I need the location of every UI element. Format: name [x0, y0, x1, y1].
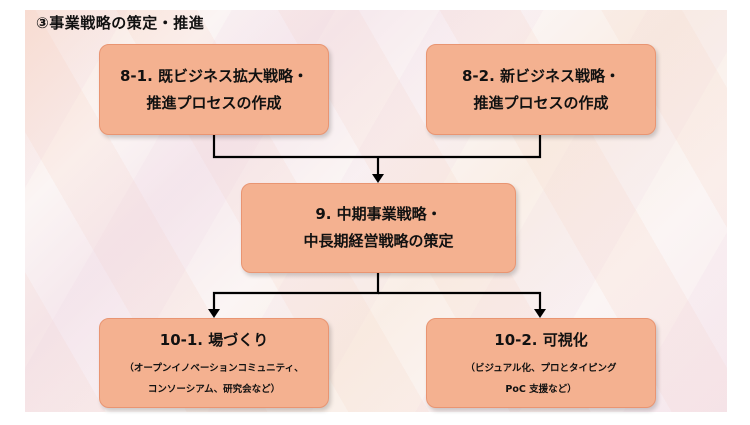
box-9-line2: 中長期経営戦略の策定 — [303, 232, 454, 250]
box-8-1-line1: 8-1. 既ビジネス拡大戦略・ — [119, 66, 309, 85]
box-10-2-visualization: 10-2. 可視化 （ビジュアル化、プロとタイピング PoC 支援など） — [426, 318, 656, 408]
box-10-1-sub1: （オープンイノベーションコミュニティ、 — [124, 362, 304, 374]
arrow-head-down-icon — [372, 174, 384, 183]
box-8-2-new-business-strategy: 8-2. 新ビジネス戦略・ 推進プロセスの作成 — [426, 44, 656, 135]
box-8-2-line2: 推進プロセスの作成 — [473, 93, 609, 112]
box-10-2-sub1: （ビジュアル化、プロとタイピング — [465, 362, 617, 374]
box-9-line1: 9. 中期事業戦略・ — [315, 205, 442, 223]
box-8-2-line1: 8-2. 新ビジネス戦略・ — [461, 66, 621, 85]
box-10-2-sub2: PoC 支援など） — [505, 383, 577, 395]
box-9-mid-term-strategy: 9. 中期事業戦略・ 中長期経営戦略の策定 — [241, 183, 516, 273]
box-10-1-sub2: コンソーシアム、研究会など） — [147, 383, 281, 395]
box-10-2-title: 10-2. 可視化 — [494, 330, 588, 349]
box-8-1-line2: 推進プロセスの作成 — [146, 93, 282, 112]
arrow-head-down-icon — [208, 309, 220, 318]
arrow-head-down-icon — [534, 309, 546, 318]
box-8-1-existing-business-strategy: 8-1. 既ビジネス拡大戦略・ 推進プロセスの作成 — [99, 44, 329, 135]
section-title: ③事業戦略の策定・推進 — [36, 14, 205, 32]
box-10-1-place-making: 10-1. 場づくり （オープンイノベーションコミュニティ、 コンソーシアム、研… — [99, 318, 329, 408]
box-10-1-title: 10-1. 場づくり — [159, 330, 269, 349]
